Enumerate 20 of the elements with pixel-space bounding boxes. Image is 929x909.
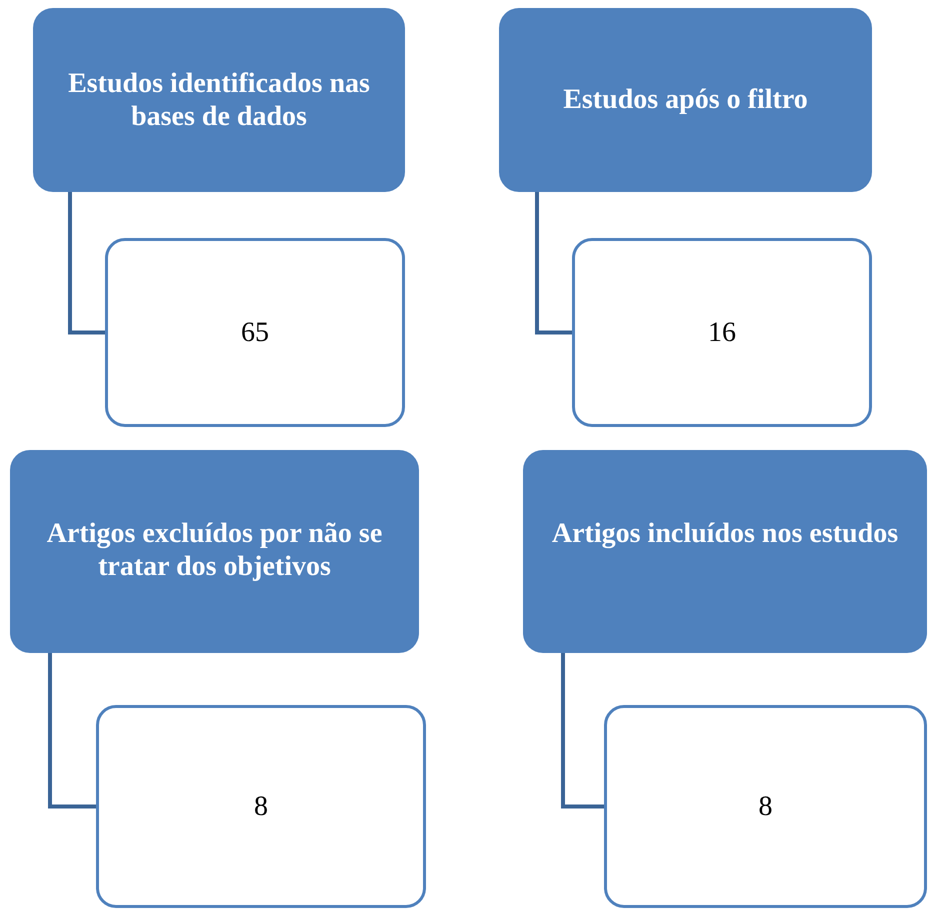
heading-box: [10, 450, 419, 653]
connector-line: [48, 653, 96, 808]
connector-line: [68, 192, 105, 334]
heading-text: Estudos identificados nas bases de dados: [67, 68, 371, 134]
heading-box: [499, 8, 872, 192]
heading-text: Artigos excluídos por não se tratar dos objetivos: [46, 518, 384, 584]
heading-text: Artigos incluídos nos estudos: [552, 518, 898, 551]
count-box: [96, 705, 426, 908]
count-box: [105, 238, 405, 427]
count-value: 8: [758, 790, 772, 822]
count-box: [572, 238, 872, 427]
heading-box: [523, 450, 927, 653]
heading-text: Estudos após o filtro: [563, 84, 808, 117]
count-box: [604, 705, 927, 908]
connector-line: [535, 192, 572, 334]
count-value: 65: [241, 316, 269, 348]
count-value: 16: [708, 316, 736, 348]
connector-line: [561, 653, 604, 808]
count-value: 8: [254, 790, 268, 822]
heading-box: [33, 8, 405, 192]
